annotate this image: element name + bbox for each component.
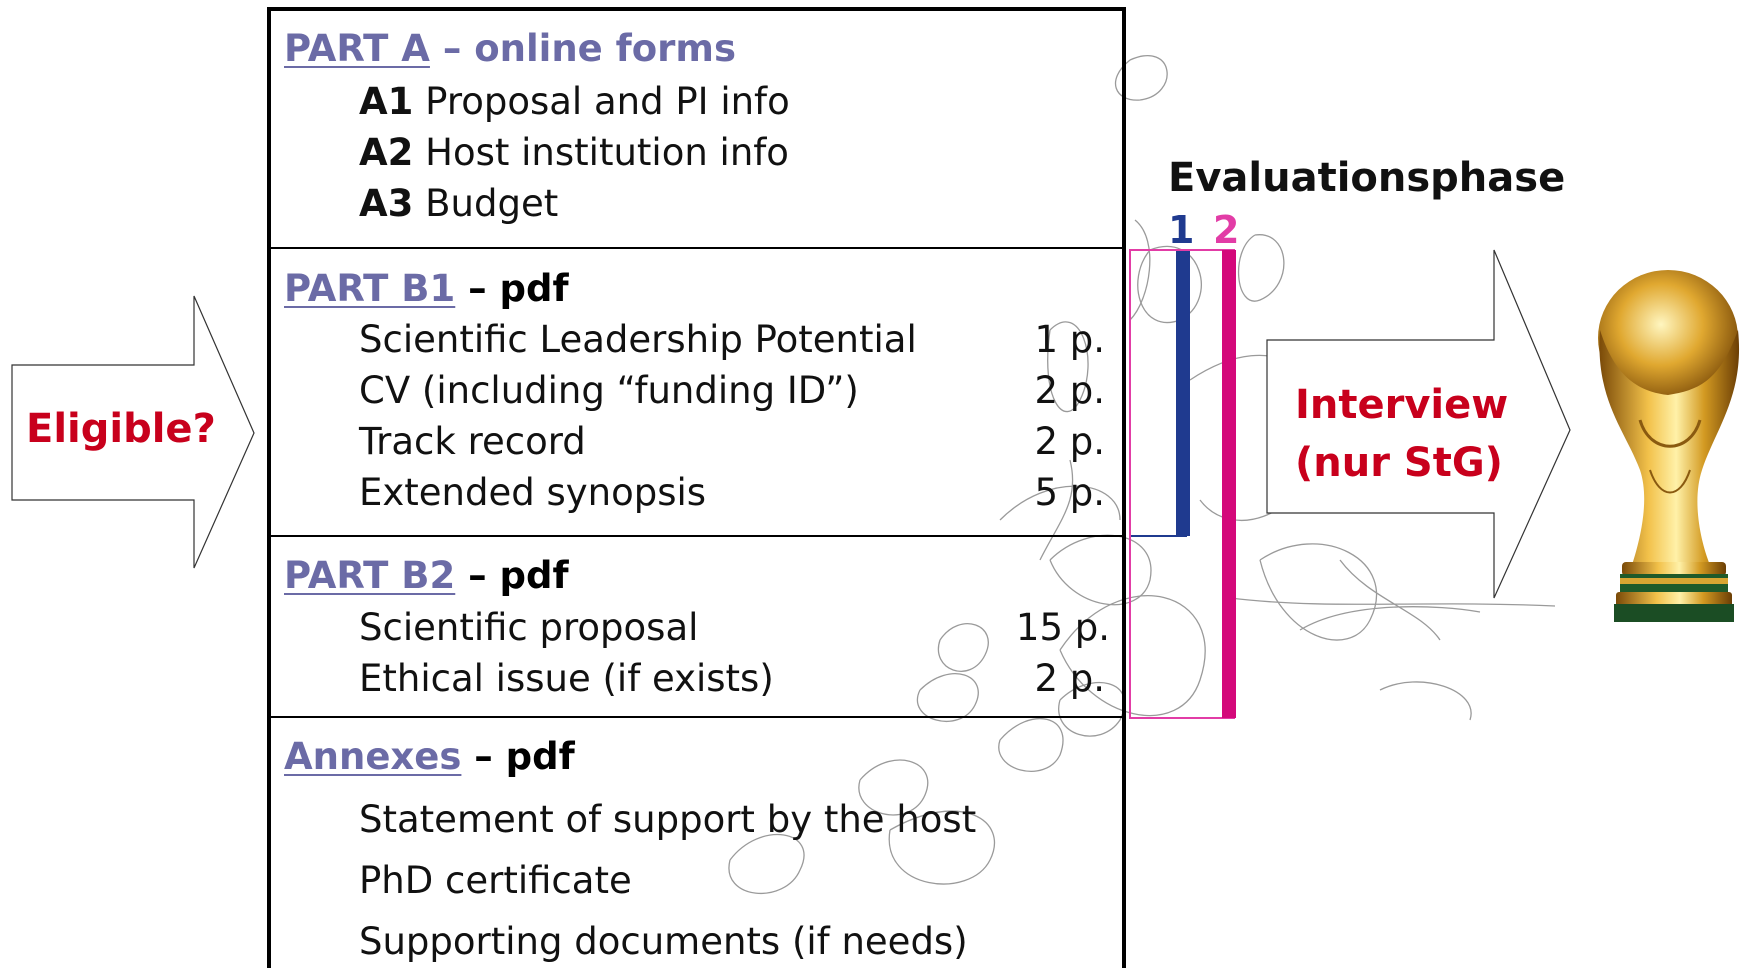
item-code: A2 [359,131,414,174]
part-b1-link[interactable]: PART B1 [284,267,456,310]
part-b1-item: CV (including “funding ID”) [359,369,859,412]
part-a-item: A3 Budget [359,182,558,225]
part-b1-subtitle: – pdf [455,267,569,310]
part-b2-subtitle: – pdf [455,554,569,597]
part-b2-item: Scientific proposal [359,606,699,649]
interview-line: Interview [1295,382,1509,428]
interview-arrow [1266,249,1571,599]
part-b1-item: Scientific Leadership Potential [359,318,917,361]
page-count: 2 p. [1034,369,1105,412]
item-label: Host institution info [413,131,789,174]
page-count: 2 p. [1034,420,1105,463]
part-b2-heading: PART B2 – pdf [284,554,569,597]
item-code: A1 [359,80,414,123]
divider-b2-annexes [267,716,1126,718]
application-structure-box [267,7,1126,968]
eligible-arrow [11,295,255,569]
interview-label: Interview (nur StG) [1295,376,1508,492]
page-count: 1 p. [1034,318,1105,361]
phase-2-bar [1222,250,1236,718]
part-a-subtitle: – online forms [429,27,736,70]
world-cup-trophy-icon [1598,270,1740,622]
page-count: 2 p. [1034,657,1105,700]
annexes-heading: Annexes – pdf [284,735,575,778]
part-a-heading: PART A – online forms [284,27,736,70]
part-a-link[interactable]: PART A [284,27,430,70]
part-b1-item: Track record [359,420,586,463]
background-scribbles [728,54,1556,895]
item-code: A3 [359,182,414,225]
phase-1-bar [1176,250,1190,536]
part-b1-item: Extended synopsis [359,471,707,514]
annexes-subtitle: – pdf [461,735,575,778]
annexes-link[interactable]: Annexes [284,735,462,778]
evaluation-phase-title: Evaluationsphase [1168,155,1566,201]
phase-2-label: 2 [1213,208,1240,252]
part-b1-heading: PART B1 – pdf [284,267,569,310]
part-b2-item: Ethical issue (if exists) [359,657,774,700]
page-count: 5 p. [1034,471,1105,514]
interview-note: (nur StG) [1295,440,1503,486]
page-count: 15 p. [1015,606,1110,649]
item-label: Budget [413,182,559,225]
part-b2-link[interactable]: PART B2 [284,554,456,597]
divider-a-b1 [267,247,1126,249]
item-label: Proposal and PI info [413,80,790,123]
annex-item: Statement of support by the host [359,798,977,841]
part-a-item: A2 Host institution info [359,131,789,174]
divider-b1-b2 [267,535,1126,537]
annex-item: PhD certificate [359,859,632,902]
annex-item: Supporting documents (if needs) [359,920,968,963]
part-a-item: A1 Proposal and PI info [359,80,790,123]
eligible-label: Eligible? [26,406,216,452]
phase-1-label: 1 [1168,208,1195,252]
